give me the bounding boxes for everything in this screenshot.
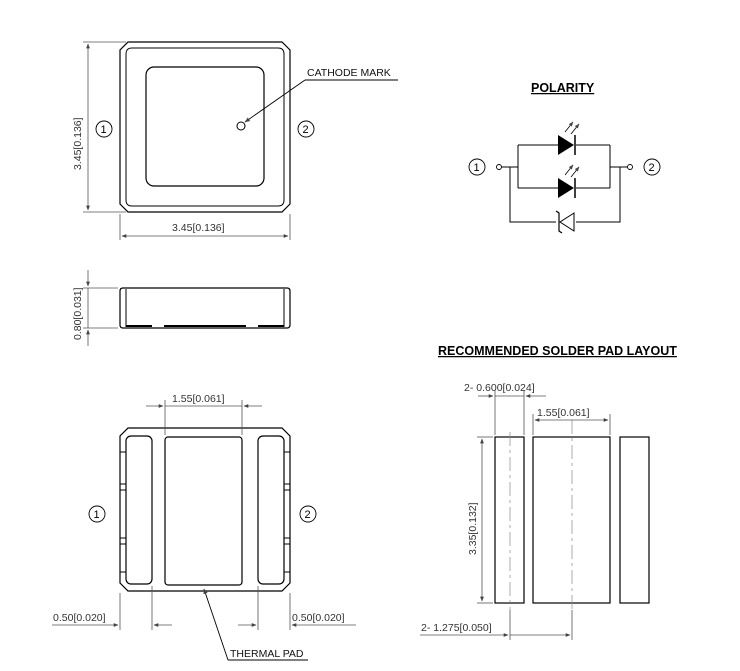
bottom-pin1-label: 1	[94, 509, 100, 521]
solder-pad-right	[619, 436, 650, 604]
bottom-view-outline	[119, 427, 291, 592]
top-dim-horizontal: 3.45[0.136]	[172, 222, 225, 234]
solder-dim-center-width: 1.55[0.061]	[537, 407, 590, 419]
bottom-pin1-marker	[88, 505, 106, 523]
top-pin2-marker	[297, 120, 315, 138]
top-view-lens	[145, 66, 265, 187]
bottom-pin2-label: 2	[305, 509, 311, 521]
solder-dim-height: 3.35[0.132]	[467, 502, 479, 555]
top-view-outline	[119, 41, 291, 213]
polarity-pin2-marker	[643, 158, 661, 176]
polarity-pin1-label: 1	[474, 162, 480, 174]
cathode-mark	[236, 121, 246, 131]
bottom-pin2-marker	[299, 505, 317, 523]
top-pin1-label: 1	[101, 124, 107, 136]
polarity-pin1-marker	[468, 158, 486, 176]
cathode-mark-label: CATHODE MARK	[307, 67, 391, 79]
bottom-left-electrode	[125, 435, 153, 585]
polarity-schematic: POLARITY 1 2	[468, 81, 661, 234]
zener-diode-symbol	[559, 212, 575, 232]
bottom-dim-right-pad: 0.50[0.020]	[292, 612, 345, 624]
solder-pad-title: RECOMMENDED SOLDER PAD LAYOUT	[438, 344, 677, 358]
led-2-symbol	[558, 178, 574, 198]
bottom-dim-thermal-width: 1.55[0.061]	[172, 393, 225, 405]
solder-dim-pad-width: 2- 0.600[0.024]	[464, 382, 535, 394]
solder-pad-center	[532, 436, 611, 604]
polarity-title: POLARITY	[531, 81, 595, 95]
top-dim-vertical: 3.45[0.136]	[72, 117, 84, 170]
side-view: 0.80[0.031]	[72, 270, 291, 346]
bottom-view: 1.55[0.061] 0.50[0.020] 0.50[0.020] THER…	[52, 393, 356, 661]
side-view-body	[119, 287, 291, 329]
bottom-right-electrode	[257, 435, 285, 585]
thermal-pad	[164, 436, 243, 586]
top-view: CATHODE MARK 3.45[0.136] 3.45[0.136] 1 2	[72, 41, 398, 240]
side-dim-height: 0.80[0.031]	[72, 287, 84, 340]
top-view-inner-rim	[125, 47, 285, 207]
top-pin2-label: 2	[303, 124, 309, 136]
led-1-symbol	[558, 135, 574, 155]
thermal-pad-label: THERMAL PAD	[230, 648, 304, 660]
bottom-dim-left-pad: 0.50[0.020]	[53, 612, 106, 624]
solder-pad-layout: RECOMMENDED SOLDER PAD LAYOUT 2- 0.600[0…	[420, 344, 677, 640]
thermal-pad-leader	[203, 588, 229, 661]
polarity-pin2-label: 2	[649, 162, 655, 174]
solder-pad-left	[494, 436, 525, 604]
cathode-leader	[244, 79, 306, 123]
solder-dim-pitch: 2- 1.275[0.050]	[421, 622, 492, 634]
top-pin1-marker	[95, 120, 113, 138]
